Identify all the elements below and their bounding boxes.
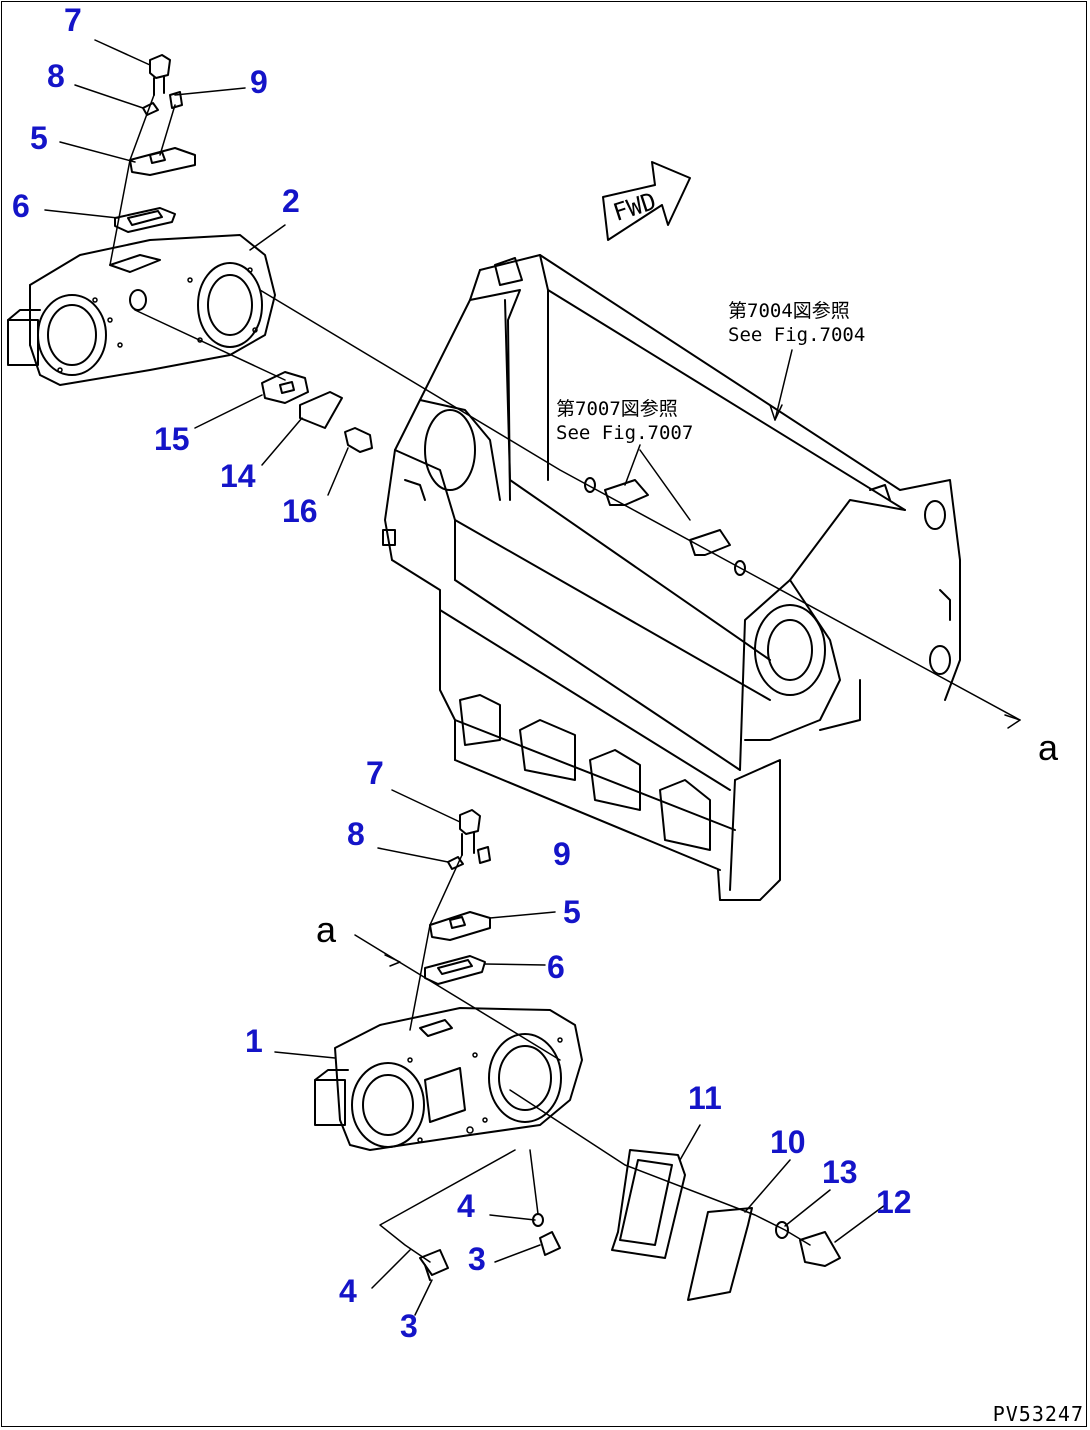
callout-14: 14	[220, 458, 256, 494]
callout-2: 2	[282, 183, 300, 219]
lower-plate-5	[429, 911, 491, 941]
callout-4-left: 4	[339, 1273, 357, 1309]
callout-3-right: 3	[468, 1241, 486, 1277]
callout-6-lower: 6	[547, 949, 565, 985]
reference-fig-7004: 第7004図参照 See Fig.7004	[728, 300, 865, 348]
callout-8-upper: 8	[47, 58, 65, 94]
callout-11: 11	[688, 1080, 722, 1116]
callout-6-upper: 6	[12, 188, 30, 224]
drawing-id: PV53247	[992, 1402, 1084, 1426]
callout-5-upper: 5	[30, 120, 48, 156]
forward-arrow-icon	[602, 161, 691, 241]
lower-cover-10	[687, 1207, 753, 1301]
callout-15: 15	[154, 421, 190, 457]
upper-final-drive-case	[7, 234, 276, 386]
lower-bolt-12	[799, 1231, 841, 1267]
callout-10: 10	[770, 1124, 806, 1160]
upper-lock-9	[169, 91, 183, 109]
callout-3-left: 3	[400, 1308, 418, 1344]
upper-bolt-16	[344, 427, 373, 453]
callout-9-upper: 9	[250, 64, 268, 100]
marker-a-left: a	[316, 909, 337, 950]
middle-bolt-left	[584, 477, 649, 506]
callout-4-right: 4	[457, 1188, 475, 1224]
callout-12: 12	[876, 1184, 912, 1220]
upper-bolt-7	[149, 54, 171, 96]
reference-fig-7007-en: See Fig.7007	[556, 421, 694, 444]
callout-5-lower: 5	[563, 894, 581, 930]
reference-fig-7004-jp: 第7004図参照	[728, 300, 850, 322]
reference-fig-7007-jp: 第7007図参照	[556, 398, 678, 420]
reference-fig-7007: 第7007図参照 See Fig.7007	[556, 398, 693, 446]
lower-washer-13	[775, 1221, 789, 1239]
upper-gasket-6	[114, 207, 176, 233]
callout-1: 1	[245, 1023, 263, 1059]
callout-16: 16	[282, 493, 318, 529]
reference-fig-7004-en: See Fig.7004	[728, 323, 866, 346]
marker-a-right: a	[1038, 727, 1059, 768]
lower-lock-9	[477, 846, 491, 864]
lower-gasket-6	[424, 955, 486, 985]
upper-plate-5	[129, 147, 196, 176]
callout-7-lower: 7	[366, 755, 384, 791]
lower-bolt-7	[459, 809, 481, 856]
lower-plug-3-right	[539, 1231, 561, 1256]
lower-washer-8	[447, 856, 464, 870]
upper-plate-14	[299, 391, 343, 429]
lower-gasket-11	[611, 1149, 686, 1259]
callout-8-lower: 8	[347, 816, 365, 852]
leader-lines	[44, 39, 1021, 1316]
upper-cover-15	[261, 371, 309, 404]
callout-7-upper: 7	[64, 2, 82, 38]
lower-final-drive-case	[314, 1007, 583, 1151]
callout-13: 13	[822, 1154, 858, 1190]
callout-9-lower: 9	[553, 836, 571, 872]
middle-bolt-right	[689, 529, 746, 576]
main-frame-body	[382, 254, 961, 901]
lower-plug-3-left	[419, 1249, 449, 1281]
